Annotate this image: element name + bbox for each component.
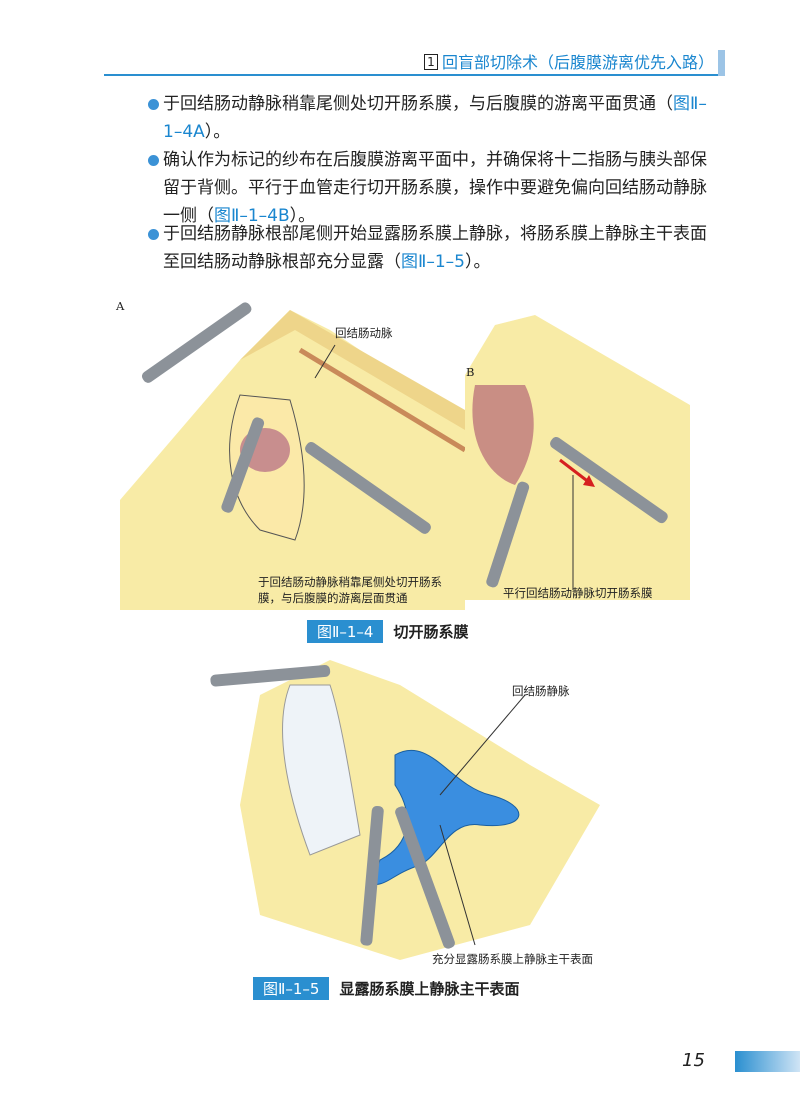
paragraph-2: 确认作为标记的纱布在后腹膜游离平面中，并确保将十二指肠与胰头部保留于背侧。平行于… [148, 146, 723, 230]
figure-5-title: 显露肠系膜上静脉主干表面 [339, 980, 520, 998]
panel-letter-a: A [116, 299, 125, 313]
figure-ref[interactable]: 图Ⅱ–1–5 [401, 252, 465, 272]
figure-5-illustration [210, 660, 600, 960]
figure-4-caption: 图Ⅱ–1–4 切开肠系膜 [307, 620, 469, 643]
page-number-bar [735, 1051, 800, 1072]
label-figure-4b: 平行回结肠动静脉切开肠系膜 [503, 586, 653, 600]
label-figure-4a: 于回结肠动静脉稍靠尾侧处切开肠系膜，与后腹膜的游离层面贯通 [258, 575, 442, 605]
figure-4-number: 图Ⅱ–1–4 [307, 620, 384, 643]
paragraph-tail: ）。 [465, 252, 491, 272]
figure-4a-illustration [120, 302, 465, 610]
section-title: 回盲部切除术（后腹膜游离优先入路） [441, 53, 714, 72]
label-ileocolic-artery: 回结肠动脉 [335, 326, 393, 340]
paragraph-tail: ）。 [204, 122, 231, 142]
header-accent-bar [718, 50, 725, 76]
paragraph-1: 于回结肠动静脉稍靠尾侧处切开肠系膜，与后腹膜的游离平面贯通（图Ⅱ–1–4A）。 [148, 90, 723, 146]
paragraph-3: 于回结肠静脉根部尾侧开始显露肠系膜上静脉，将肠系膜上静脉主干表面至回结肠动静脉根… [148, 220, 723, 276]
bullet-icon [148, 99, 159, 110]
page-number: 15 [682, 1050, 705, 1071]
paragraph-text: 确认作为标记的纱布在后腹膜游离平面中，并确保将十二指肠与胰头部保留于背侧。平行于… [163, 150, 707, 226]
figure-5-number: 图Ⅱ–1–5 [253, 977, 330, 1000]
paragraph-tail: ）。 [289, 206, 316, 226]
header-rule [104, 74, 720, 76]
label-figure-5: 充分显露肠系膜上静脉主干表面 [432, 952, 593, 966]
paragraph-text: 于回结肠动静脉稍靠尾侧处切开肠系膜，与后腹膜的游离平面贯通（ [163, 94, 673, 114]
paragraph-text: 于回结肠静脉根部尾侧开始显露肠系膜上静脉，将肠系膜上静脉主干表面至回结肠动静脉根… [163, 224, 707, 272]
figure-5-caption: 图Ⅱ–1–5 显露肠系膜上静脉主干表面 [253, 977, 520, 1000]
bullet-icon [148, 155, 159, 166]
section-number: 1 [423, 54, 438, 70]
figure-ref[interactable]: 图Ⅱ–1–4B [214, 206, 290, 226]
panel-letter-b: B [466, 365, 475, 379]
figure-4-title: 切开肠系膜 [393, 623, 469, 641]
bullet-icon [148, 229, 159, 240]
label-ileocolic-vein: 回结肠静脉 [512, 684, 570, 698]
red-arrow [559, 458, 591, 485]
figure-ref[interactable]: 图Ⅱ–1–4A [163, 94, 707, 142]
figure-4b-illustration [465, 315, 690, 600]
